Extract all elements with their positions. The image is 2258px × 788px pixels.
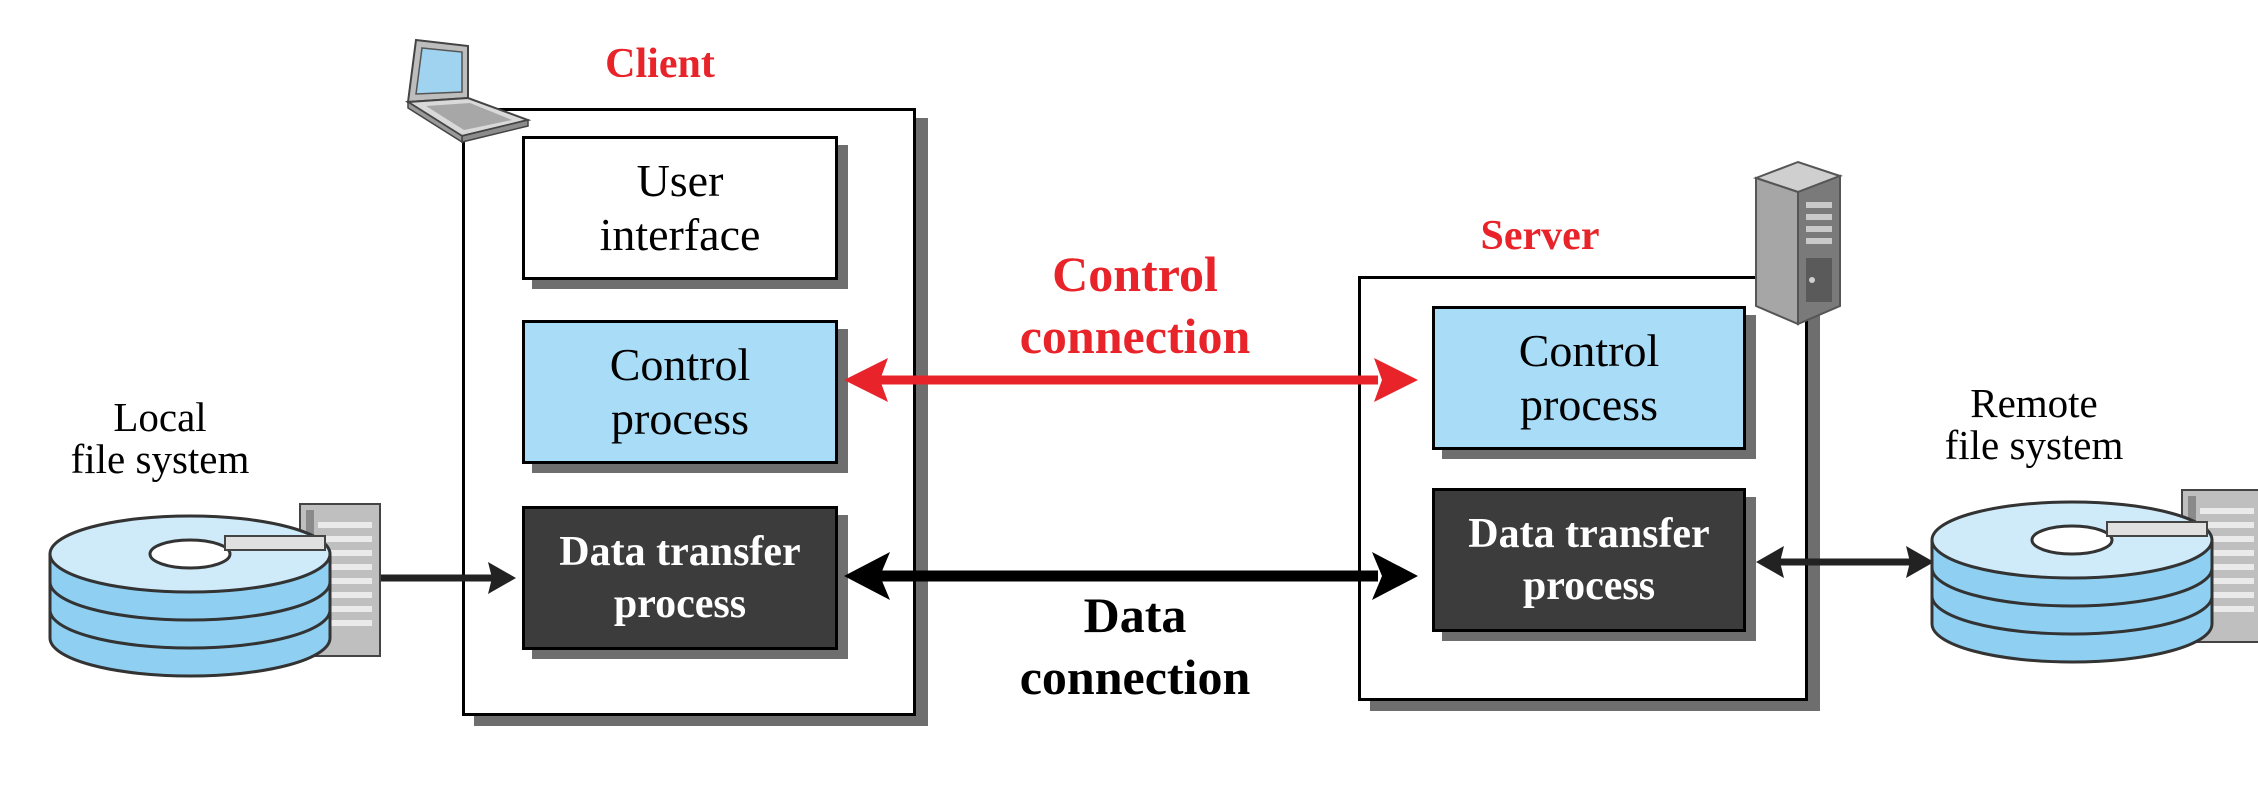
user-interface-label: User interface [599,155,761,260]
server-control-process-label: Control process [1518,325,1660,430]
client-control-process-box: Control process [522,320,838,464]
data-connection-label: Data connection [1019,587,1251,705]
data-connection-arrow [844,552,1418,600]
client-control-process-label: Control process [609,339,751,444]
server-tower-icon [1753,160,1843,326]
client-data-transfer-label: Data transfer process [559,529,801,627]
client-user-interface-box: User interface [522,136,838,280]
client-data-transfer-box: Data transfer process [522,506,838,650]
server-data-transfer-box: Data transfer process [1432,488,1746,632]
server-title: Server [1480,213,1600,259]
local-disk-icon [48,503,381,678]
server-control-process-box: Control process [1432,306,1746,450]
remote-file-system-label: Remote file system [1944,380,2124,468]
laptop-icon [404,38,532,144]
server-data-transfer-label: Data transfer process [1468,511,1710,609]
control-connection-label: Control connection [1019,246,1251,364]
control-connection-arrow [844,358,1418,402]
remote-disk-arrow [1756,546,1934,578]
local-file-system-label: Local file system [70,394,250,482]
remote-disk-icon [1930,489,2258,664]
client-title: Client [605,41,715,87]
